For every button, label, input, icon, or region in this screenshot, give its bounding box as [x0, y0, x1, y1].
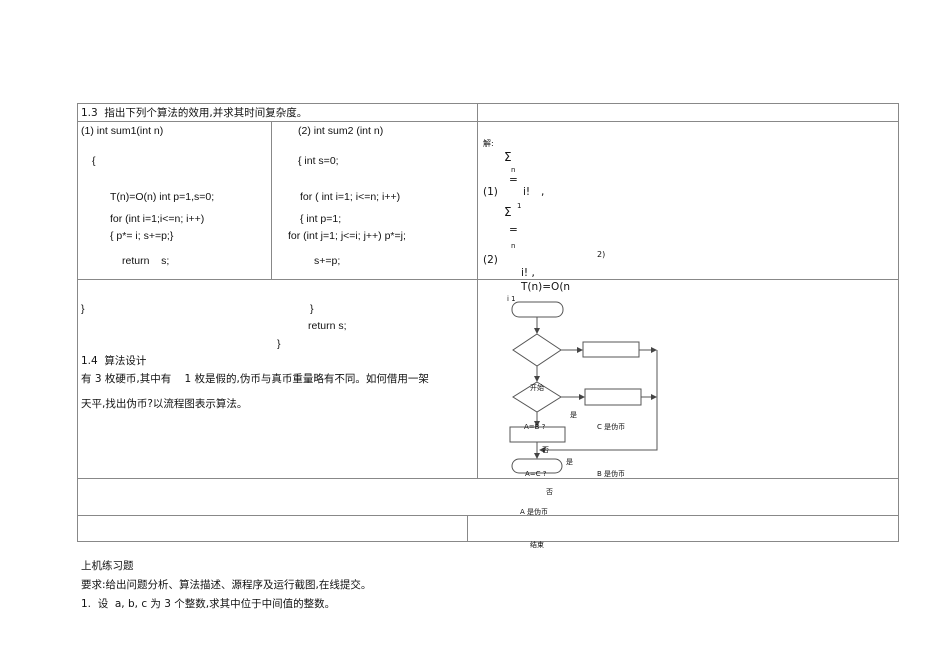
math-text: 2)	[597, 250, 606, 259]
math-text: ,	[541, 186, 545, 198]
code-line: {	[92, 155, 96, 167]
code-line: (2) int sum2 (int n)	[298, 125, 384, 137]
sigma-symbol: Σ	[504, 150, 512, 164]
table-border	[467, 515, 468, 542]
code-line: { p*= i; s+=p;}	[110, 230, 174, 242]
flow-label: A=C ?	[525, 470, 547, 478]
flow-label: 开始	[530, 384, 544, 392]
code-line: return s;	[122, 255, 170, 267]
math-text: i! ,	[521, 267, 535, 279]
math-text: n	[511, 242, 516, 250]
table-border	[77, 541, 899, 542]
math-text: T(n)=O(n	[521, 281, 571, 293]
code-line: for ( int i=1; i<=n; i++)	[300, 191, 401, 203]
code-line: { int s=0;	[298, 155, 339, 167]
flow-label: B 是伪币	[597, 470, 626, 478]
code-line: T(n)=O(n) int p=1,s=0;	[110, 191, 215, 203]
answer-item-2: (2)	[483, 254, 498, 266]
process-box	[584, 388, 642, 406]
code-line: s+=p;	[314, 255, 341, 267]
answer-label: 解:	[483, 139, 494, 148]
lab-item-1: 1. 设 a, b, c 为 3 个整数,求其中位于中间值的整数。	[81, 598, 336, 610]
table-border	[77, 478, 899, 479]
lab-title: 上机练习题	[81, 560, 134, 572]
flow-label: 否	[546, 488, 553, 496]
math-text: i 1	[507, 295, 516, 303]
table-border	[477, 103, 478, 479]
process-box	[582, 341, 640, 358]
math-text: =	[509, 224, 518, 236]
flow-label: 否	[542, 446, 549, 454]
flow-label: 是	[570, 411, 577, 419]
end-terminal	[511, 458, 563, 474]
code-line: { int p=1;	[300, 213, 342, 225]
flow-label: 是	[566, 458, 573, 466]
table-border	[77, 121, 899, 122]
start-terminal	[511, 301, 564, 318]
decision-diamond	[512, 333, 562, 367]
table-border	[271, 121, 272, 279]
q13-title: 1.3 指出下列个算法的效用,并求其时间复杂度。	[81, 107, 308, 119]
q14-text: 有 3 枚硬币,其中有 1 枚是假的,伪币与真币重量略有不同。如何借用一架	[81, 373, 429, 385]
code-line: (1) int sum1(int n)	[81, 125, 164, 137]
math-text: n	[511, 166, 516, 174]
code-line: return s;	[308, 320, 347, 332]
q14-title: 1.4 算法设计	[81, 355, 147, 367]
flow-label: C 是伪币	[597, 423, 626, 431]
table-border	[77, 103, 899, 104]
table-border	[77, 103, 78, 542]
math-text: 1	[517, 202, 522, 210]
flow-label: 结束	[530, 541, 544, 549]
code-line: }	[277, 338, 281, 350]
flow-label: A=B ?	[524, 423, 546, 431]
answer-item-1: (1)	[483, 186, 498, 198]
flow-label: A 是伪币	[520, 508, 549, 516]
math-text: =	[509, 174, 518, 186]
math-text: i!	[523, 186, 531, 198]
table-border	[77, 515, 899, 516]
table-border	[898, 103, 899, 542]
lab-requirement: 要求:给出问题分析、算法描述、源程序及运行截图,在线提交。	[81, 579, 372, 591]
code-line: }	[81, 303, 85, 315]
code-line: for (int j=1; j<=i; j++) p*=j;	[288, 230, 406, 242]
code-line: }	[310, 303, 314, 315]
table-border	[77, 279, 899, 280]
sigma-symbol: Σ	[504, 205, 512, 219]
code-line: for (int i=1;i<=n; i++)	[110, 213, 205, 225]
q14-text: 天平,找出伪币?以流程图表示算法。	[81, 398, 248, 410]
